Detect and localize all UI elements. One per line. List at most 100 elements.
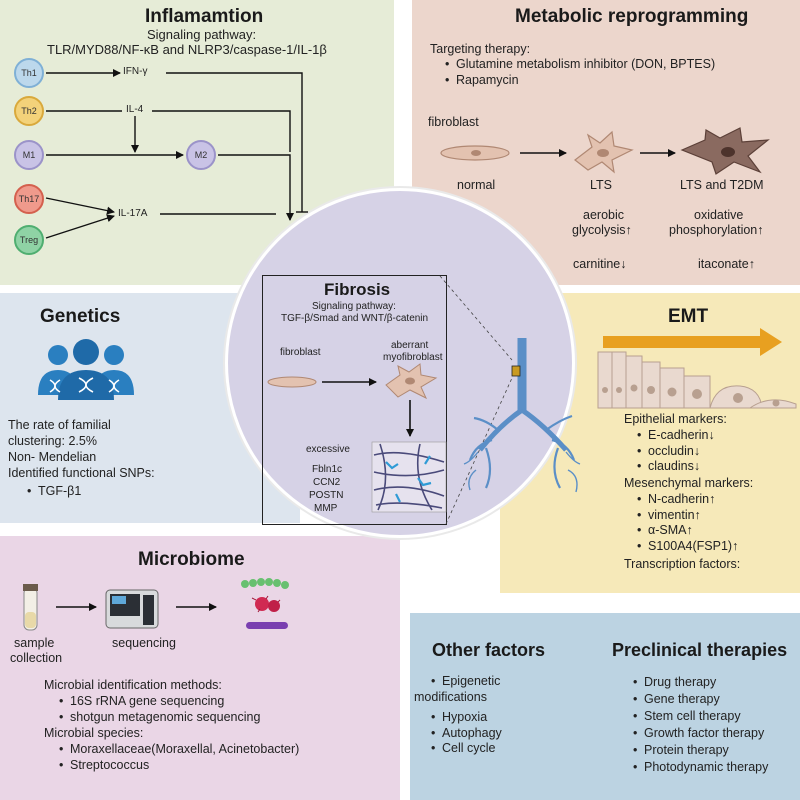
- myofibroblast-label-2: myofibroblast: [383, 352, 443, 363]
- th2-cell: Th2: [14, 96, 44, 126]
- fibroblast-label: fibroblast: [428, 115, 479, 129]
- genetics-line-2: clustering: 2.5%: [8, 434, 97, 448]
- epithelial-marker: claudins↓: [637, 459, 715, 475]
- other-factors-title: Other factors: [432, 640, 546, 660]
- stage-lts-t2dm: LTS and T2DM: [680, 178, 764, 192]
- ifn-gamma-label: IFN-γ: [123, 66, 148, 77]
- th17-cell: Th17: [14, 184, 44, 214]
- t2dm-change-1: oxidative: [694, 208, 744, 222]
- transcription-factors-label: Transcription factors:: [624, 557, 741, 571]
- epithelial-markers-label: Epithelial markers:: [624, 412, 727, 426]
- therapy-list: Glutamine metabolism inhibitor (DON, BPT…: [442, 57, 715, 88]
- preclinical-item: Gene therapy: [633, 691, 768, 708]
- other-factor-item: Cell cycle: [431, 741, 502, 757]
- metabolic-title: Metabolic reprogramming: [515, 6, 749, 27]
- fibrosis-pathway-label: Signaling pathway:: [312, 301, 396, 312]
- snp-item: TGF-β1: [27, 484, 81, 500]
- lung-icon: [463, 338, 581, 493]
- ecm-component: Fbln1c: [312, 464, 343, 475]
- t2dm-change-2: phosphorylation↑: [669, 223, 764, 237]
- th17-to-il17-arrow: [45, 197, 115, 215]
- ecm-component: POSTN: [309, 490, 344, 501]
- emt-progression-arrow: [603, 328, 782, 356]
- preclinical-item: Photodynamic therapy: [633, 759, 768, 776]
- other-factor-item: Autophagy: [431, 726, 502, 742]
- mesenchymal-marker: vimentin↑: [637, 508, 738, 524]
- excessive-label: excessive: [306, 444, 350, 455]
- snp-list: TGF-β1: [24, 484, 81, 500]
- species-item: Moraxellaceae(Moraxellal, Acinetobacter): [59, 742, 299, 758]
- microbes-icon: [241, 578, 289, 629]
- mesenchymal-marker: α-SMA↑: [637, 523, 738, 539]
- preclinical-item: Growth factor therapy: [633, 725, 768, 742]
- step-sequencing: sequencing: [112, 636, 176, 650]
- t2dm-change-3: itaconate↑: [698, 257, 755, 271]
- species-list: Moraxellaceae(Moraxellal, Acinetobacter)…: [56, 742, 299, 773]
- genetics-line-4: Identified functional SNPs:: [8, 466, 155, 480]
- mesenchymal-markers-list: N-cadherin↑ vimentin↑ α-SMA↑ S100A4(FSP1…: [634, 492, 738, 554]
- inflammation-pathway: TLR/MYD88/NF-κB and NLRP3/caspase-1/IL-1…: [47, 42, 327, 57]
- inflammation-title: Inflamamtion: [145, 6, 264, 27]
- genetics-title: Genetics: [40, 306, 121, 327]
- il4-label: IL-4: [126, 104, 144, 115]
- emt-title: EMT: [668, 306, 709, 327]
- lts-change-3: carnitine↓: [573, 257, 627, 271]
- therapy-item: Glutamine metabolism inhibitor (DON, BPT…: [445, 57, 715, 73]
- stage-lts: LTS: [590, 178, 612, 192]
- ifn-inhibition-line: [166, 72, 303, 212]
- fibroblast-label: fibroblast: [280, 347, 321, 358]
- mesenchymal-marker: N-cadherin↑: [637, 492, 738, 508]
- epithelial-markers-list: E-cadherin↓ occludin↓ claudins↓: [634, 428, 715, 475]
- other-factor-item-continuation: modifications: [414, 690, 487, 704]
- stage-normal: normal: [457, 178, 496, 192]
- other-factors-list: Epigenetic: [428, 674, 500, 690]
- inflammation-pathway-label: Signaling pathway:: [147, 27, 257, 42]
- treg-cell: Treg: [14, 225, 44, 255]
- preclinical-item: Stem cell therapy: [633, 708, 768, 725]
- mesenchymal-marker: S100A4(FSP1)↑: [637, 539, 738, 555]
- methods-list: 16S rRNA gene sequencing shotgun metagen…: [56, 694, 260, 725]
- sample-tube-icon: [23, 584, 38, 631]
- preclinical-item: Protein therapy: [633, 742, 768, 759]
- other-factors-list-2: Hypoxia Autophagy Cell cycle: [428, 710, 502, 757]
- step-sample-collection-2: collection: [10, 651, 63, 665]
- fibrosis-box: [262, 275, 447, 525]
- epithelial-marker: E-cadherin↓: [637, 428, 715, 444]
- species-label: Microbial species:: [44, 726, 144, 740]
- fibroblast-cell-icon: [267, 376, 317, 388]
- sequencer-icon: [105, 589, 159, 629]
- epithelial-marker: occludin↓: [637, 444, 715, 460]
- preclinical-item: Drug therapy: [633, 674, 768, 691]
- therapy-item: Rapamycin: [445, 73, 715, 89]
- genetics-line-3: Non- Mendelian: [8, 450, 97, 464]
- method-item: shotgun metagenomic sequencing: [59, 710, 260, 726]
- preclinical-list: Drug therapy Gene therapy Stem cell ther…: [630, 674, 768, 776]
- m2-macrophage: M2: [186, 140, 216, 170]
- th1-cell: Th1: [14, 58, 44, 88]
- lts-change-1: aerobic: [583, 208, 624, 222]
- ecm-component: MMP: [314, 503, 338, 514]
- ecm-component: CCN2: [313, 477, 341, 488]
- preclinical-title: Preclinical therapies: [612, 640, 788, 660]
- species-item: Streptococcus: [59, 758, 299, 774]
- il4-line: [152, 110, 291, 152]
- methods-label: Microbial identification methods:: [44, 678, 222, 692]
- genetics-line-1: The rate of familial: [8, 418, 111, 432]
- step-sample-collection-1: sample: [14, 636, 55, 650]
- lts-change-2: glycolysis↑: [572, 223, 632, 237]
- other-factor-item: Hypoxia: [431, 710, 502, 726]
- other-factor-item: Epigenetic: [431, 674, 500, 690]
- il17a-label: IL-17A: [118, 208, 148, 219]
- fibrosis-title: Fibrosis: [324, 280, 391, 299]
- treg-to-il17-arrow: [45, 214, 115, 239]
- m2-line: [218, 154, 294, 221]
- method-item: 16S rRNA gene sequencing: [59, 694, 260, 710]
- mesenchymal-markers-label: Mesenchymal markers:: [624, 476, 754, 490]
- m1-macrophage: M1: [14, 140, 44, 170]
